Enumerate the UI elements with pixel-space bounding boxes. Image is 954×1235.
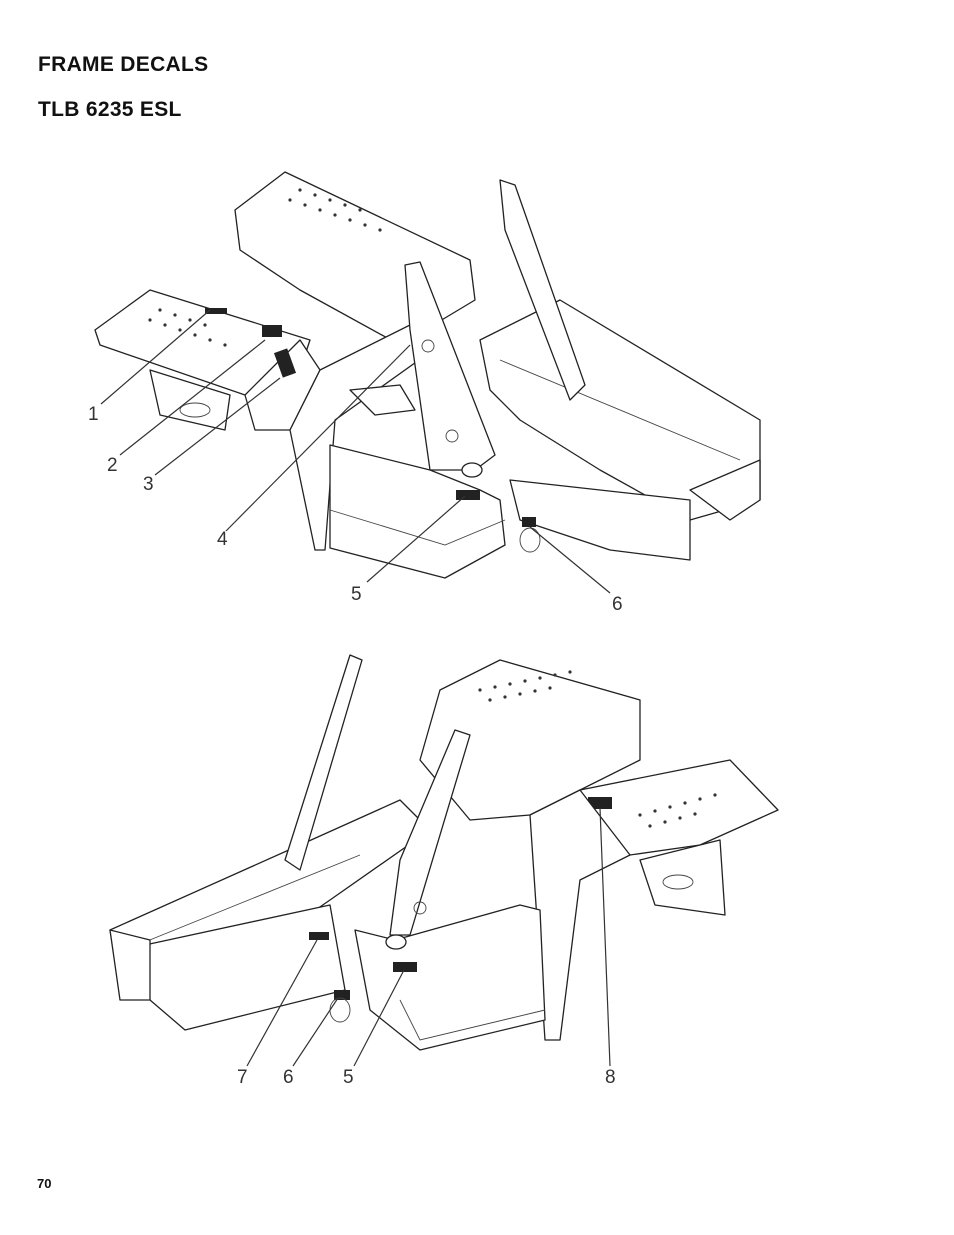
bottom-callouts: 7 6 5 8 (237, 1067, 616, 1088)
callout-8: 8 (605, 1067, 616, 1088)
callout-1: 1 (88, 404, 99, 425)
callout-6: 6 (612, 594, 623, 615)
callout-6-bottom: 6 (283, 1067, 294, 1088)
callout-2: 2 (107, 455, 118, 476)
top-frame-illustration (95, 172, 760, 578)
callout-3: 3 (143, 474, 154, 495)
callout-4: 4 (217, 529, 228, 550)
callout-7: 7 (237, 1067, 248, 1088)
bottom-frame-illustration (110, 655, 778, 1050)
callout-5: 5 (351, 584, 362, 605)
page-number: 70 (37, 1176, 51, 1191)
callout-5-bottom: 5 (343, 1067, 354, 1088)
